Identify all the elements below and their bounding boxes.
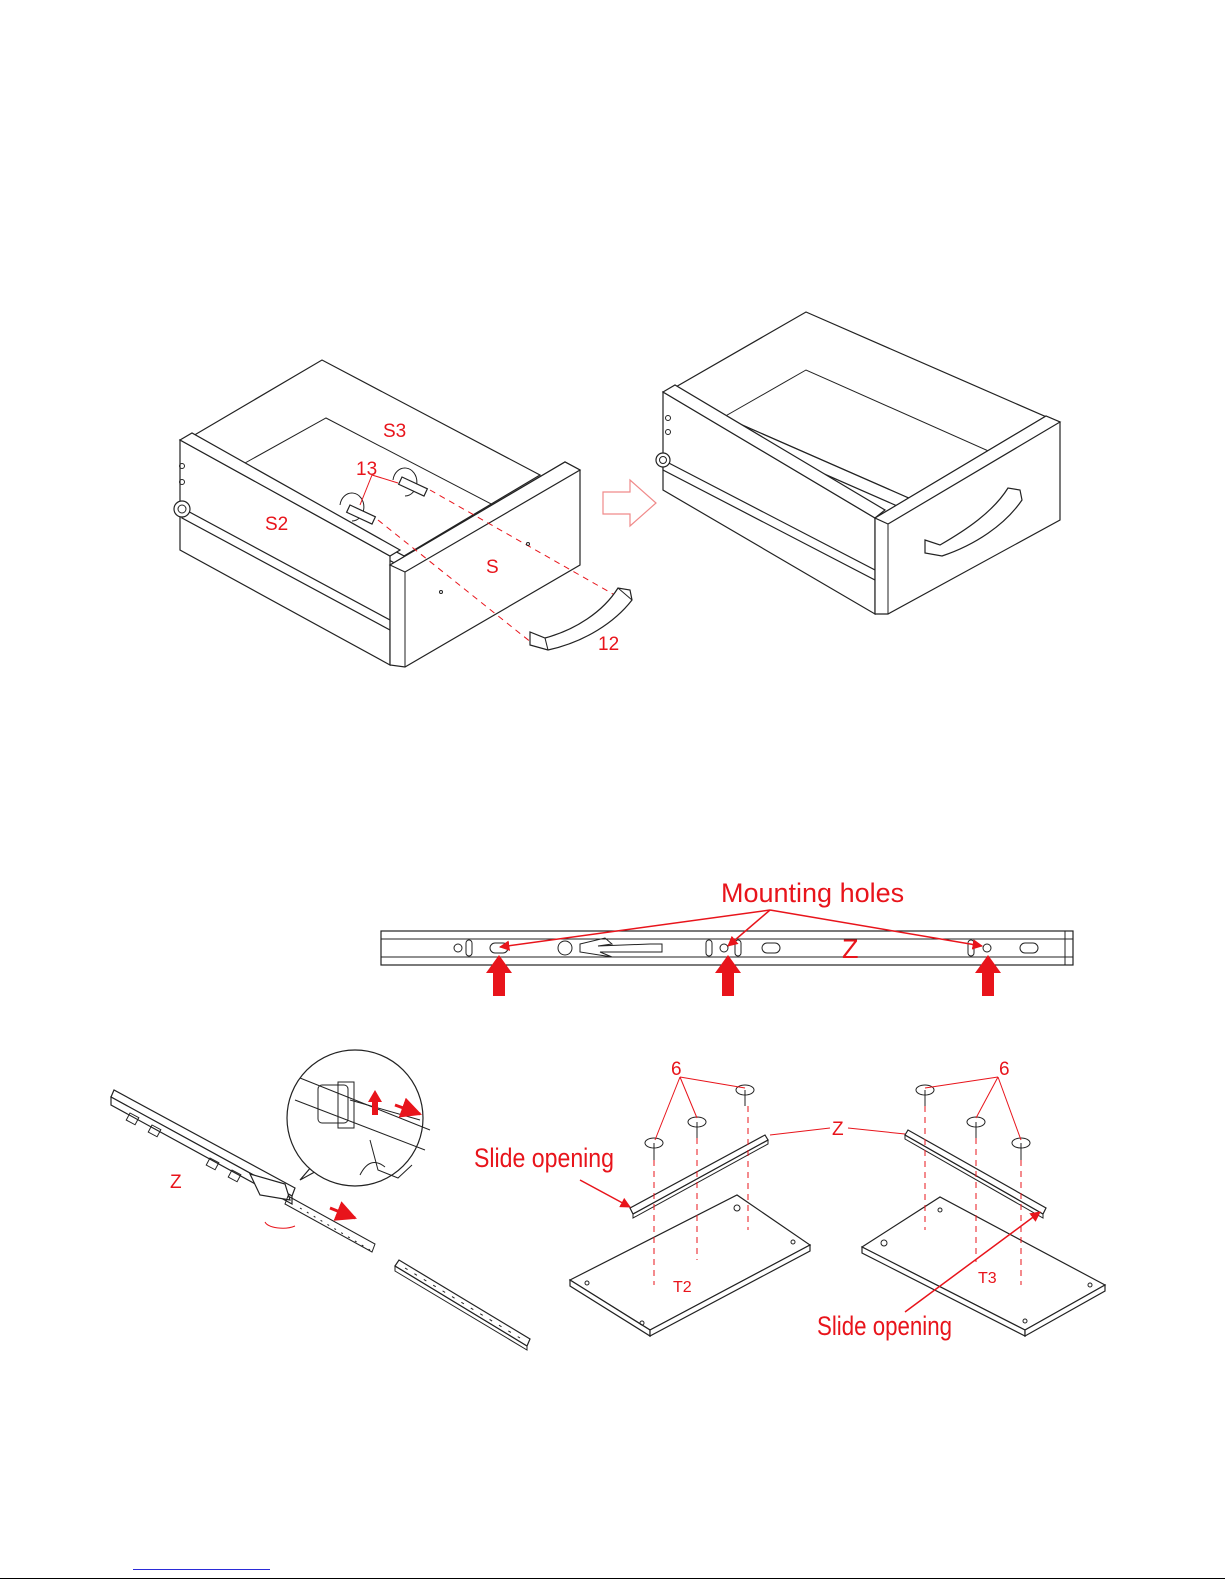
- mounting-holes-title: Mounting holes: [721, 878, 904, 908]
- slide-opening-label-right: Slide opening: [817, 1311, 952, 1341]
- screw-6: [645, 1085, 754, 1160]
- label-screw: 13: [356, 459, 377, 480]
- rail-mounting-holes-detail: Mounting holes Z: [381, 878, 1073, 996]
- rail-label-left: Z: [170, 1172, 182, 1193]
- slide-opening-label-left: Slide opening: [474, 1143, 614, 1173]
- drawer-assembled: [656, 312, 1060, 614]
- next-step-arrow-icon: [603, 480, 656, 526]
- label-screw-center: 6: [671, 1059, 682, 1080]
- drawer-exploded: S3 13 S2 S 12: [174, 360, 632, 667]
- rail-label: Z: [842, 934, 859, 964]
- rail-separation: Z: [111, 1050, 530, 1350]
- label-front-panel: S: [486, 557, 499, 578]
- panel-t2-assembly: 6 Z Slide opening T2: [474, 1059, 905, 1336]
- label-side-panel: S2: [265, 514, 288, 535]
- label-screw-right: 6: [999, 1059, 1010, 1080]
- page-bottom-rule: [0, 1578, 1225, 1579]
- footer-link-underline[interactable]: [133, 1569, 270, 1570]
- label-panel-t3: T3: [978, 1270, 997, 1287]
- label-handle: 12: [598, 634, 619, 655]
- label-back-panel: S3: [383, 421, 406, 442]
- label-rail-center: Z: [832, 1119, 844, 1140]
- panel-t3-assembly: 6 T3 Slide opening: [817, 1059, 1105, 1341]
- label-panel-t2: T2: [673, 1279, 692, 1296]
